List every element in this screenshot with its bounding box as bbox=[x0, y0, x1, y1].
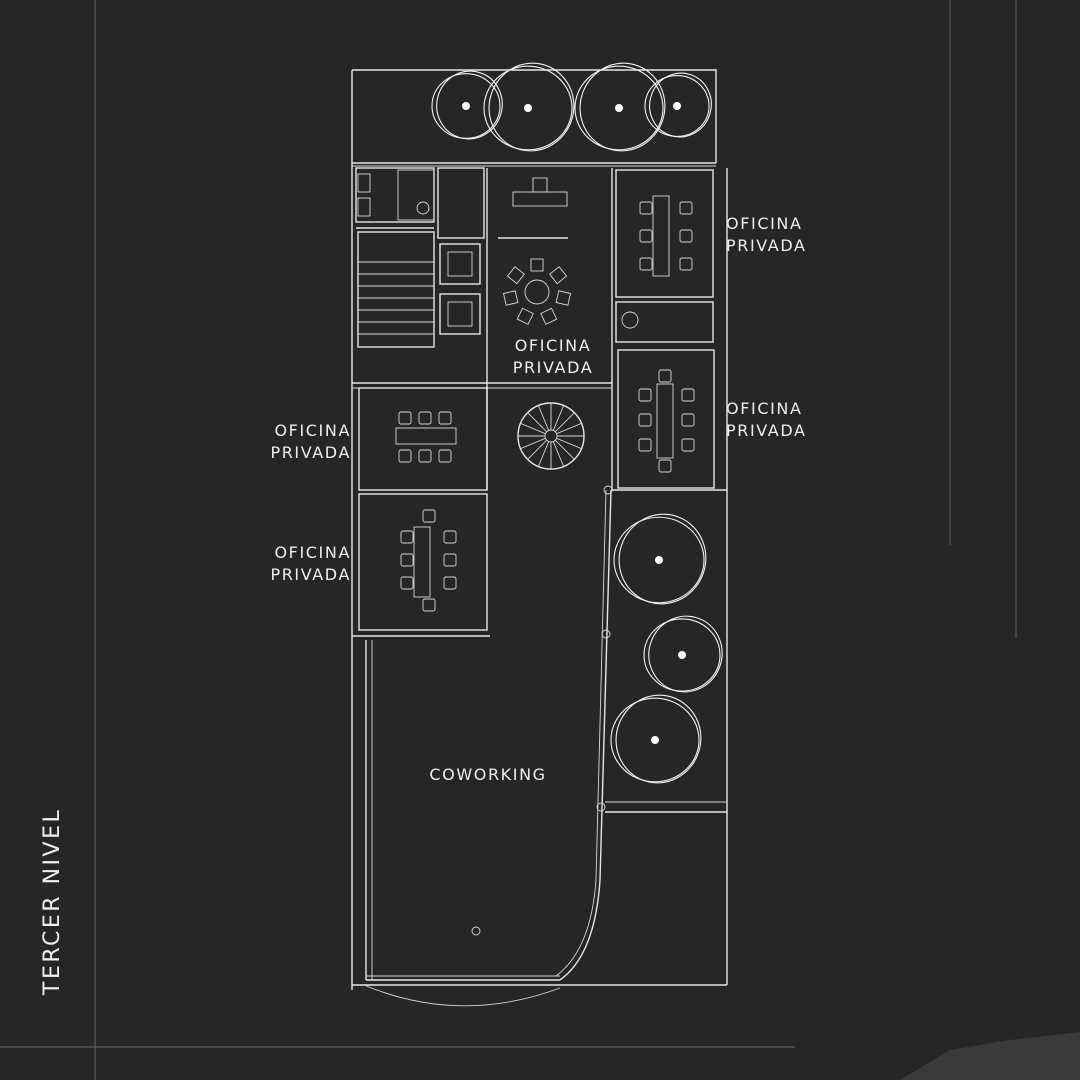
stair-step bbox=[552, 405, 565, 431]
tree-trunk bbox=[673, 102, 681, 110]
chair bbox=[400, 530, 414, 544]
chair bbox=[422, 509, 436, 523]
chair bbox=[679, 257, 693, 271]
stair-step bbox=[537, 441, 550, 467]
chair bbox=[681, 438, 695, 452]
chair bbox=[639, 229, 653, 243]
left-offices bbox=[352, 387, 490, 637]
room-label-line1: OFICINA bbox=[726, 399, 803, 418]
room-label-line1: OFICINA bbox=[274, 543, 351, 562]
chair bbox=[443, 530, 457, 544]
room-label-line2: PRIVADA bbox=[513, 358, 594, 377]
room-label-line1: OFICINA bbox=[515, 336, 592, 355]
room-label-line2: PRIVADA bbox=[726, 236, 807, 255]
tree-trunk bbox=[524, 104, 532, 112]
stair-step bbox=[554, 412, 575, 433]
tree-canopy bbox=[574, 65, 664, 151]
stair-step bbox=[552, 441, 565, 467]
stair-step bbox=[554, 439, 575, 460]
spiral-stair-steps bbox=[518, 403, 584, 469]
chair bbox=[530, 258, 544, 272]
chair bbox=[639, 201, 653, 215]
tree-canopy bbox=[618, 513, 707, 605]
tree-canopy bbox=[579, 62, 666, 152]
room-label-line2: PRIVADA bbox=[726, 421, 807, 440]
stair-step bbox=[520, 437, 546, 450]
stair-step bbox=[556, 422, 582, 435]
tree-canopy bbox=[488, 62, 575, 152]
chair bbox=[638, 438, 652, 452]
tree-trunk bbox=[651, 736, 659, 744]
room-labels: OFICINA PRIVADA OFICINA PRIVADA OFICINA … bbox=[270, 214, 807, 784]
chair bbox=[540, 307, 558, 325]
level-title: TERCER NIVEL bbox=[40, 808, 65, 996]
chair bbox=[681, 413, 695, 427]
chair bbox=[438, 449, 452, 463]
chair bbox=[681, 388, 695, 402]
tree-trunk bbox=[678, 651, 686, 659]
stair-step bbox=[527, 412, 548, 433]
service-core bbox=[352, 167, 612, 389]
chair bbox=[438, 411, 452, 425]
tree-canopy bbox=[648, 615, 723, 693]
chair bbox=[506, 266, 525, 285]
stair-step bbox=[527, 439, 548, 460]
tree-canopy bbox=[483, 65, 573, 151]
chair bbox=[679, 201, 693, 215]
room-label-line1: OFICINA bbox=[274, 421, 351, 440]
frame-lines bbox=[0, 0, 1017, 1080]
room-label-coworking: COWORKING bbox=[429, 765, 546, 784]
chair bbox=[443, 576, 457, 590]
chair bbox=[639, 257, 653, 271]
tree-canopy bbox=[613, 516, 705, 604]
chair bbox=[418, 449, 432, 463]
office-chairs bbox=[398, 201, 695, 612]
chair bbox=[658, 459, 672, 473]
chair bbox=[638, 413, 652, 427]
chair bbox=[679, 229, 693, 243]
chair bbox=[549, 266, 568, 285]
room-label-line2: PRIVADA bbox=[270, 565, 351, 584]
round-table-chairs bbox=[502, 258, 572, 325]
tree-trunk bbox=[615, 104, 623, 112]
chair bbox=[555, 290, 572, 306]
chair bbox=[443, 553, 457, 567]
trees bbox=[431, 62, 723, 784]
tree-trunk bbox=[462, 102, 470, 110]
tree-canopy bbox=[643, 618, 721, 692]
chair bbox=[398, 449, 412, 463]
columns bbox=[471, 485, 613, 936]
tree-canopy bbox=[649, 72, 712, 138]
tree-canopy bbox=[436, 70, 503, 140]
chair bbox=[400, 553, 414, 567]
chair bbox=[516, 307, 534, 325]
chair bbox=[658, 369, 672, 383]
right-offices bbox=[611, 169, 727, 491]
stair-step bbox=[556, 437, 582, 450]
stair-step bbox=[537, 405, 550, 431]
room-label-line2: PRIVADA bbox=[270, 443, 351, 462]
chair bbox=[638, 388, 652, 402]
chair bbox=[418, 411, 432, 425]
tree-canopy bbox=[610, 697, 700, 783]
tree-canopy bbox=[615, 694, 702, 784]
chair bbox=[400, 576, 414, 590]
room-label-line1: OFICINA bbox=[726, 214, 803, 233]
stair-step bbox=[520, 422, 546, 435]
tree-trunk bbox=[655, 556, 663, 564]
chair bbox=[502, 290, 519, 306]
chair bbox=[398, 411, 412, 425]
chair bbox=[422, 598, 436, 612]
building-outline bbox=[351, 69, 728, 1007]
